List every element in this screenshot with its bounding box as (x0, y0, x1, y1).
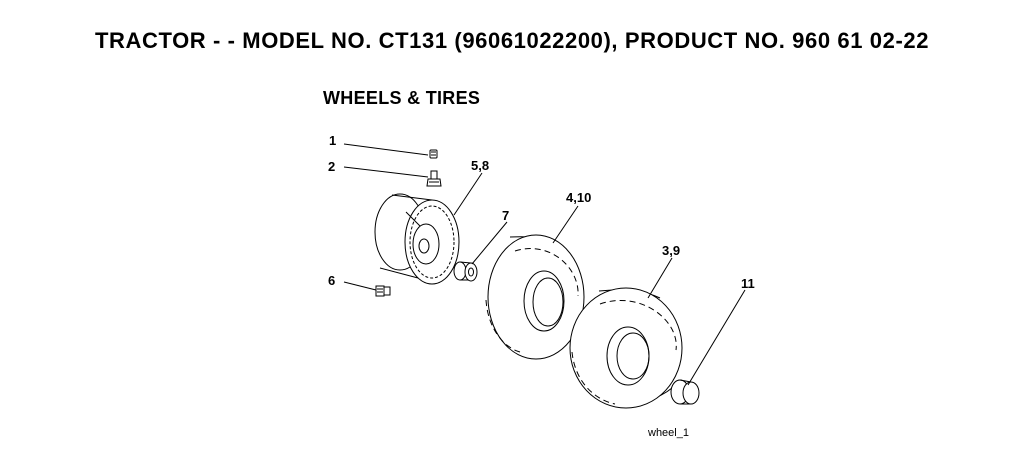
figure-id: wheel_1 (647, 427, 689, 439)
callout-11: 11 (741, 276, 755, 291)
callout-3-9: 3,9 (662, 243, 680, 258)
callout-2: 2 (328, 159, 335, 174)
leader-lines (343, 143, 746, 386)
front-tire-part (485, 234, 585, 360)
callout-5-8: 5,8 (471, 158, 489, 173)
valve-stem-part (426, 170, 442, 187)
callout-6: 6 (328, 273, 335, 288)
callout-4-10: 4,10 (566, 190, 591, 205)
callout-1: 1 (329, 133, 336, 148)
bushing-part (453, 261, 478, 282)
lug-bolt-part (375, 285, 391, 297)
wheel-rim-part (374, 193, 460, 285)
rear-tire-part (569, 287, 683, 409)
hub-cap-part (670, 379, 700, 405)
callout-7: 7 (502, 208, 509, 223)
section-title: WHEELS & TIRES (323, 88, 481, 108)
valve-cap-part (429, 149, 438, 159)
page-title: TRACTOR - - MODEL NO. CT131 (96061022200… (94, 28, 930, 53)
